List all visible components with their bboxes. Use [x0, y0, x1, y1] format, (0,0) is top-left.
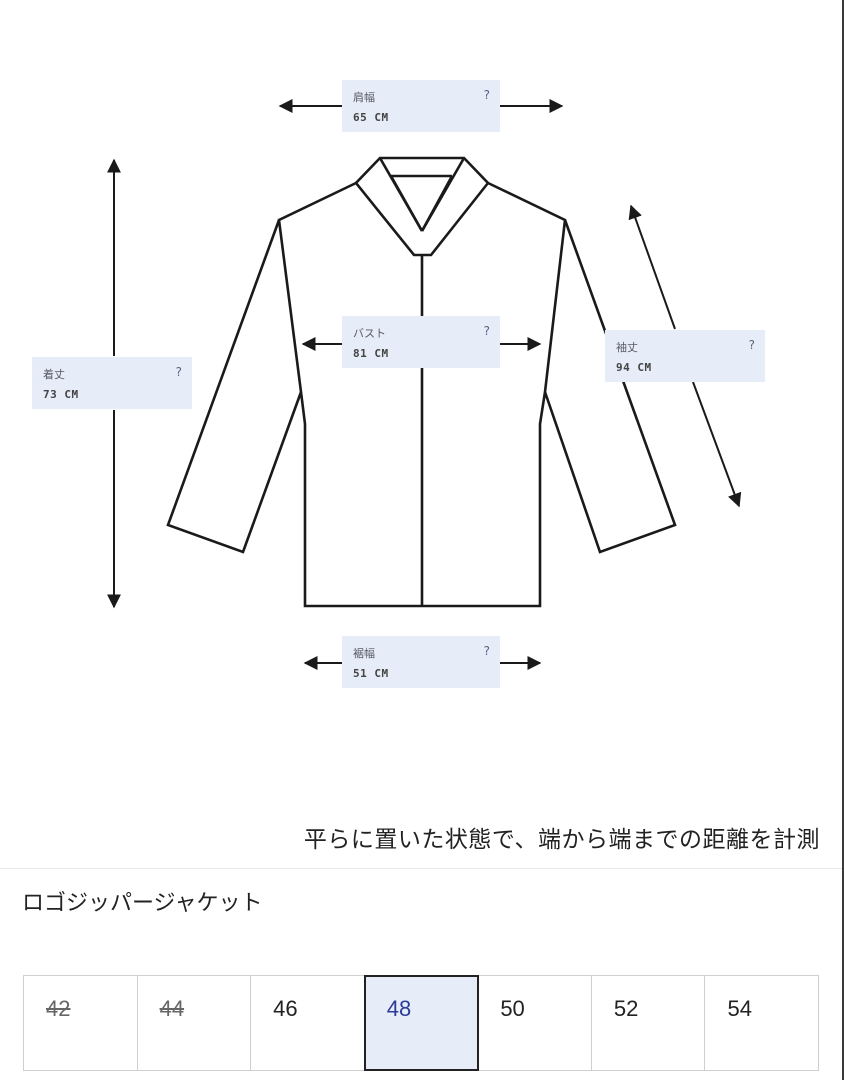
measurement-sleeve: 袖丈 ? 94 CM — [605, 330, 765, 382]
size-diagram: 肩幅 ? 65 CM 着丈 ? 73 CM バスト ? 81 CM 袖丈 ? 9… — [32, 80, 765, 688]
measurement-name: 裾幅 — [353, 647, 375, 660]
help-icon[interactable]: ? — [748, 338, 755, 352]
help-icon[interactable]: ? — [483, 88, 490, 102]
measurement-value: 51 CM — [353, 667, 389, 680]
scrollbar-edge — [842, 0, 844, 1080]
measurement-name: 肩幅 — [353, 91, 375, 104]
measurement-value: 81 CM — [353, 347, 389, 360]
size-option-48[interactable]: 48 — [363, 975, 480, 1071]
measurement-note: 平らに置いた状態で、端から端までの距離を計測 — [303, 827, 820, 853]
product-name: ロゴジッパージャケット — [22, 891, 263, 916]
divider — [0, 868, 842, 869]
size-option-42[interactable]: 42 — [24, 976, 138, 1070]
size-selector: 42 44 46 48 50 52 54 — [23, 975, 819, 1071]
measurement-shoulder: 肩幅 ? 65 CM — [342, 80, 500, 132]
size-label: 48 — [386, 996, 412, 1021]
measurement-name: 着丈 — [43, 368, 65, 381]
size-option-46[interactable]: 46 — [251, 976, 365, 1070]
measurement-hem: 裾幅 ? 51 CM — [342, 636, 500, 688]
measurement-value: 65 CM — [353, 111, 389, 124]
size-option-54[interactable]: 54 — [705, 976, 819, 1070]
size-label: 50 — [500, 996, 525, 1021]
help-icon[interactable]: ? — [483, 324, 490, 338]
size-label: 42 — [46, 996, 71, 1021]
size-label: 44 — [159, 996, 185, 1021]
size-label: 46 — [273, 996, 298, 1021]
measurement-name: 袖丈 — [616, 341, 638, 354]
size-label: 52 — [613, 996, 639, 1021]
jacket-illustration — [107, 99, 742, 670]
measurement-value: 94 CM — [616, 361, 652, 374]
measurement-bust: バスト ? 81 CM — [342, 316, 500, 368]
size-option-44[interactable]: 44 — [137, 976, 252, 1070]
measurement-name: バスト — [353, 327, 386, 340]
size-option-50[interactable]: 50 — [478, 976, 592, 1070]
help-icon[interactable]: ? — [175, 365, 182, 379]
help-icon[interactable]: ? — [483, 644, 490, 658]
size-option-52[interactable]: 52 — [591, 976, 706, 1070]
measurement-value: 73 CM — [43, 388, 79, 401]
measurement-length: 着丈 ? 73 CM — [32, 357, 192, 409]
size-label: 54 — [727, 996, 752, 1021]
